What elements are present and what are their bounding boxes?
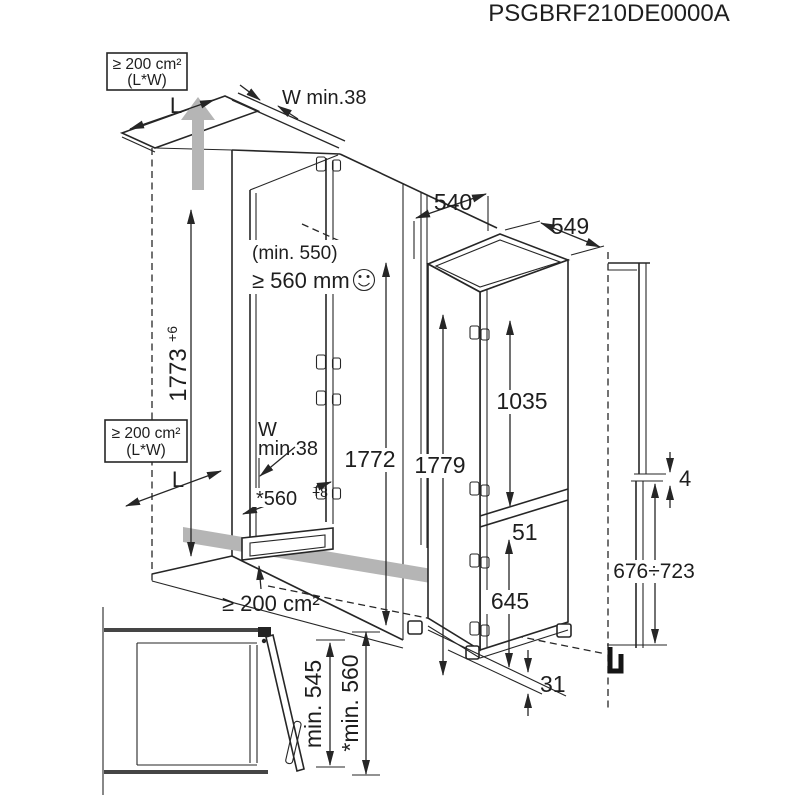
dim-lower-panel-range: 676÷723 [609,483,699,644]
top-vent-callout: ≥ 200 cm² (L*W) [106,52,188,91]
plinth-vent-grille [241,527,334,561]
bottom-vent-callout: ≥ 200 cm² [222,565,320,616]
door-hinge-icon [315,156,342,172]
appliance-width-label: 540 [434,189,472,215]
top-vent-formula-label: (L*W) [127,72,167,89]
plan-depth-label: min. 545 [300,660,326,748]
page-title: PSGBRF210DE0000A [488,0,729,27]
lower-door-height-label: 645 [491,588,529,614]
appliance-foot [407,620,423,635]
smiley-icon [352,268,376,292]
niche-width-label: *560 [256,488,297,510]
dim-plinth-clearance: 31 [524,650,566,716]
appliance-hinge-icon [469,621,490,637]
dim-appliance-height: 1779 [412,314,468,676]
appliance-foot [465,645,480,660]
plan-open-door [265,633,305,773]
appliance-hinge-icon [469,325,490,341]
door-hinge-icon [315,390,342,406]
plinth-step-bracket [607,647,624,674]
appliance-height-label: 1779 [414,452,465,478]
dim-top-clearance: W min.38 [239,84,366,120]
dim-appliance-width: 540 [413,189,489,259]
plinth-clearance-label: 31 [540,671,566,697]
dim-plan-depth: min. 545 [300,642,334,766]
niche-door-height-label: 1772 [344,446,395,472]
side-section-view [607,252,667,710]
dim-length-mid: L [125,467,222,507]
top-shelf [119,95,261,149]
appliance-hinge-icon [469,481,490,497]
niche-width-tolerance-label: +8 [312,484,328,500]
dim-niche-height: 1773 +6 [164,209,195,557]
dim-length-top: L [129,93,215,130]
upper-door-height-label: 1035 [496,388,547,414]
plan-depth-wall-label: *min. 560 [337,654,363,751]
niche-height-tolerance-label: +6 [164,326,180,342]
plan-door-handle [285,720,302,765]
appliance-view [407,233,572,697]
niche-height-label: 1773 [165,348,192,401]
mid-vent-area-label: ≥ 200 cm² [112,425,181,442]
panel-gap-label: 4 [679,466,691,491]
top-clearance-label: W min.38 [282,87,366,109]
depth-min-label: (min. 550) [252,243,338,264]
dim-upper-door-height: 1035 [490,320,554,507]
niche-depth-note: (min. 550) ≥ 560 mm [248,240,398,294]
dim-niche-width: *560 +8 [242,481,332,515]
dim-panel-gap: 4 [666,452,691,508]
mid-vent-callout: ≥ 200 cm² (L*W) [104,419,188,463]
dim-mid-clearance: W min.38 [258,419,318,503]
door-gap-label: 51 [512,519,538,545]
appliance-foot [556,623,572,638]
mid-vent-formula-label: (L*W) [126,442,166,459]
appliance-hinge-icon [469,553,490,569]
dim-plan-depth-wall: *min. 560 [337,631,370,775]
plan-appliance-front [249,645,258,763]
dim-niche-door-height: 1772 [340,262,400,626]
bottom-vent-area-label: ≥ 200 cm² [222,591,320,616]
door-hinge-icon [315,354,342,370]
lower-panel-range-label: 676÷723 [613,560,695,583]
mid-clearance-label-w: W [258,419,277,441]
airflow-up-arrow-icon [181,97,215,190]
dim-door-gap: 51 [508,519,548,545]
dim-appliance-depth: 549 [504,213,605,256]
plan-hinge-icon [258,627,271,637]
top-vent-area-label: ≥ 200 cm² [113,56,182,73]
depth-recommended-label: ≥ 560 mm [252,268,350,293]
mid-clearance-label-min: min.38 [258,438,318,460]
dim-lower-door-height: 645 [486,539,534,668]
appliance-depth-label: 549 [551,213,589,239]
